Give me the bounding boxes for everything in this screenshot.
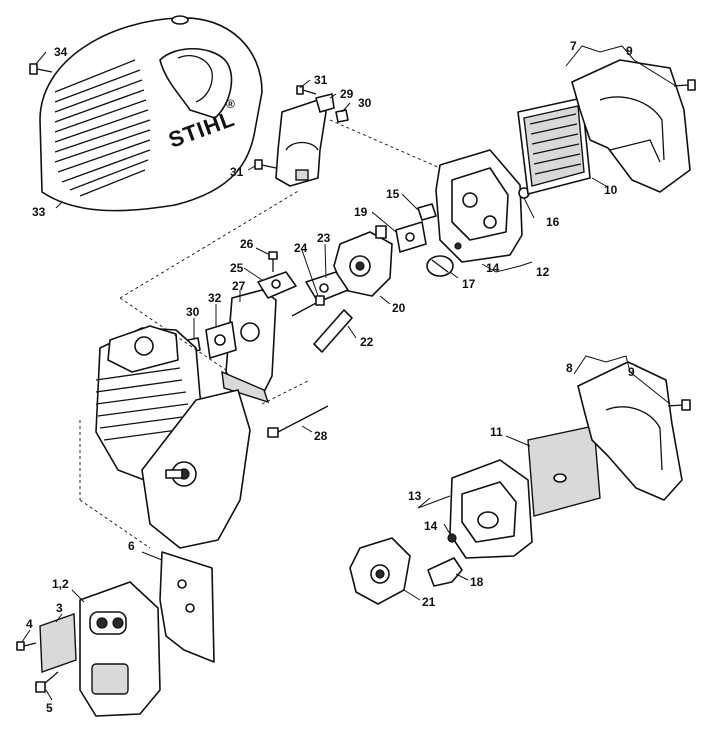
trademark-mark: ®: [226, 97, 235, 111]
shroud-top-hole: [171, 15, 189, 25]
callout-14-lower: 14: [424, 519, 438, 533]
callout-10: 10: [604, 183, 618, 197]
air-filter-housing-13: [449, 459, 533, 559]
callout-1-2: 1,2: [52, 577, 69, 591]
screw-31-bottom: [254, 159, 277, 170]
air-filter-10: [517, 97, 591, 195]
callout-13: 13: [408, 489, 422, 503]
filter-cover-8: [577, 361, 683, 501]
callout-30-mid: 30: [186, 305, 200, 319]
callout-24: 24: [294, 241, 308, 255]
screw-4: [16, 641, 37, 651]
muffler: [79, 581, 161, 717]
screw-9-top: [673, 79, 696, 91]
engine-block: [95, 325, 251, 549]
choke-lever-18: [427, 557, 463, 587]
gasket-6: [159, 551, 215, 663]
callout-16: 16: [546, 215, 560, 229]
carburetor-20: [333, 225, 393, 297]
callout-32: 32: [208, 291, 222, 305]
callout-34: 34: [54, 45, 68, 59]
callout-labels: 34 33 31 29 30 31 7 9 10 16 15 19 14 12 …: [26, 39, 635, 715]
filter-cover-7: [571, 59, 691, 193]
callout-8: 8: [566, 361, 573, 375]
callout-15: 15: [386, 187, 400, 201]
callout-7: 7: [570, 39, 577, 53]
shroud-grille: [54, 59, 151, 197]
clip-29: [315, 93, 335, 113]
leader-lines: [21, 45, 677, 701]
callout-33: 33: [32, 205, 46, 219]
assembly-guide-lines: [79, 119, 441, 549]
carburetor-21: [349, 537, 411, 605]
screen-3: [39, 613, 77, 673]
screw-34: [29, 63, 53, 75]
bolt-28: [267, 405, 329, 438]
plug-15: [417, 203, 437, 221]
nut-14-bottom: [447, 533, 457, 543]
callout-17: 17: [462, 277, 476, 291]
filter-pleats: [529, 113, 582, 175]
callout-31: 31: [314, 73, 328, 87]
callout-18: 18: [470, 575, 484, 589]
callout-23: 23: [317, 231, 331, 245]
callout-9-lower: 9: [628, 365, 635, 379]
gasket-19: [395, 221, 427, 253]
callout-4: 4: [26, 617, 33, 631]
callout-14: 14: [486, 261, 500, 275]
callout-11: 11: [490, 425, 503, 439]
holder-25: [257, 271, 297, 299]
air-filter-housing: [435, 149, 523, 263]
air-filter-11: [527, 425, 601, 517]
gasket-32: [205, 321, 237, 359]
callout-20: 20: [392, 301, 406, 315]
screw-5: [35, 671, 59, 693]
callout-12: 12: [536, 265, 550, 279]
hose-22: [313, 309, 353, 353]
callout-5: 5: [46, 701, 53, 715]
callout-19: 19: [354, 205, 368, 219]
screw-9-bottom: [667, 399, 691, 411]
choke-knob-17: [426, 255, 454, 277]
callout-27: 27: [232, 279, 246, 293]
callout-31-lower: 31: [230, 165, 244, 179]
callout-3: 3: [56, 601, 63, 615]
callout-30: 30: [358, 96, 372, 110]
screw-31-top: [296, 85, 317, 95]
intake-manifold-27: [221, 289, 277, 404]
callout-9: 9: [626, 44, 633, 58]
engine-shroud: STIHL ®: [39, 15, 263, 212]
callout-6: 6: [128, 539, 135, 553]
screw-24: [291, 295, 325, 317]
callout-21: 21: [422, 595, 436, 609]
callout-22: 22: [360, 335, 374, 349]
callout-28: 28: [314, 429, 328, 443]
callout-25: 25: [230, 261, 244, 275]
screw-26: [268, 251, 278, 272]
callout-26: 26: [240, 237, 254, 251]
cover-bracket: [275, 99, 327, 187]
callout-29: 29: [340, 87, 354, 101]
